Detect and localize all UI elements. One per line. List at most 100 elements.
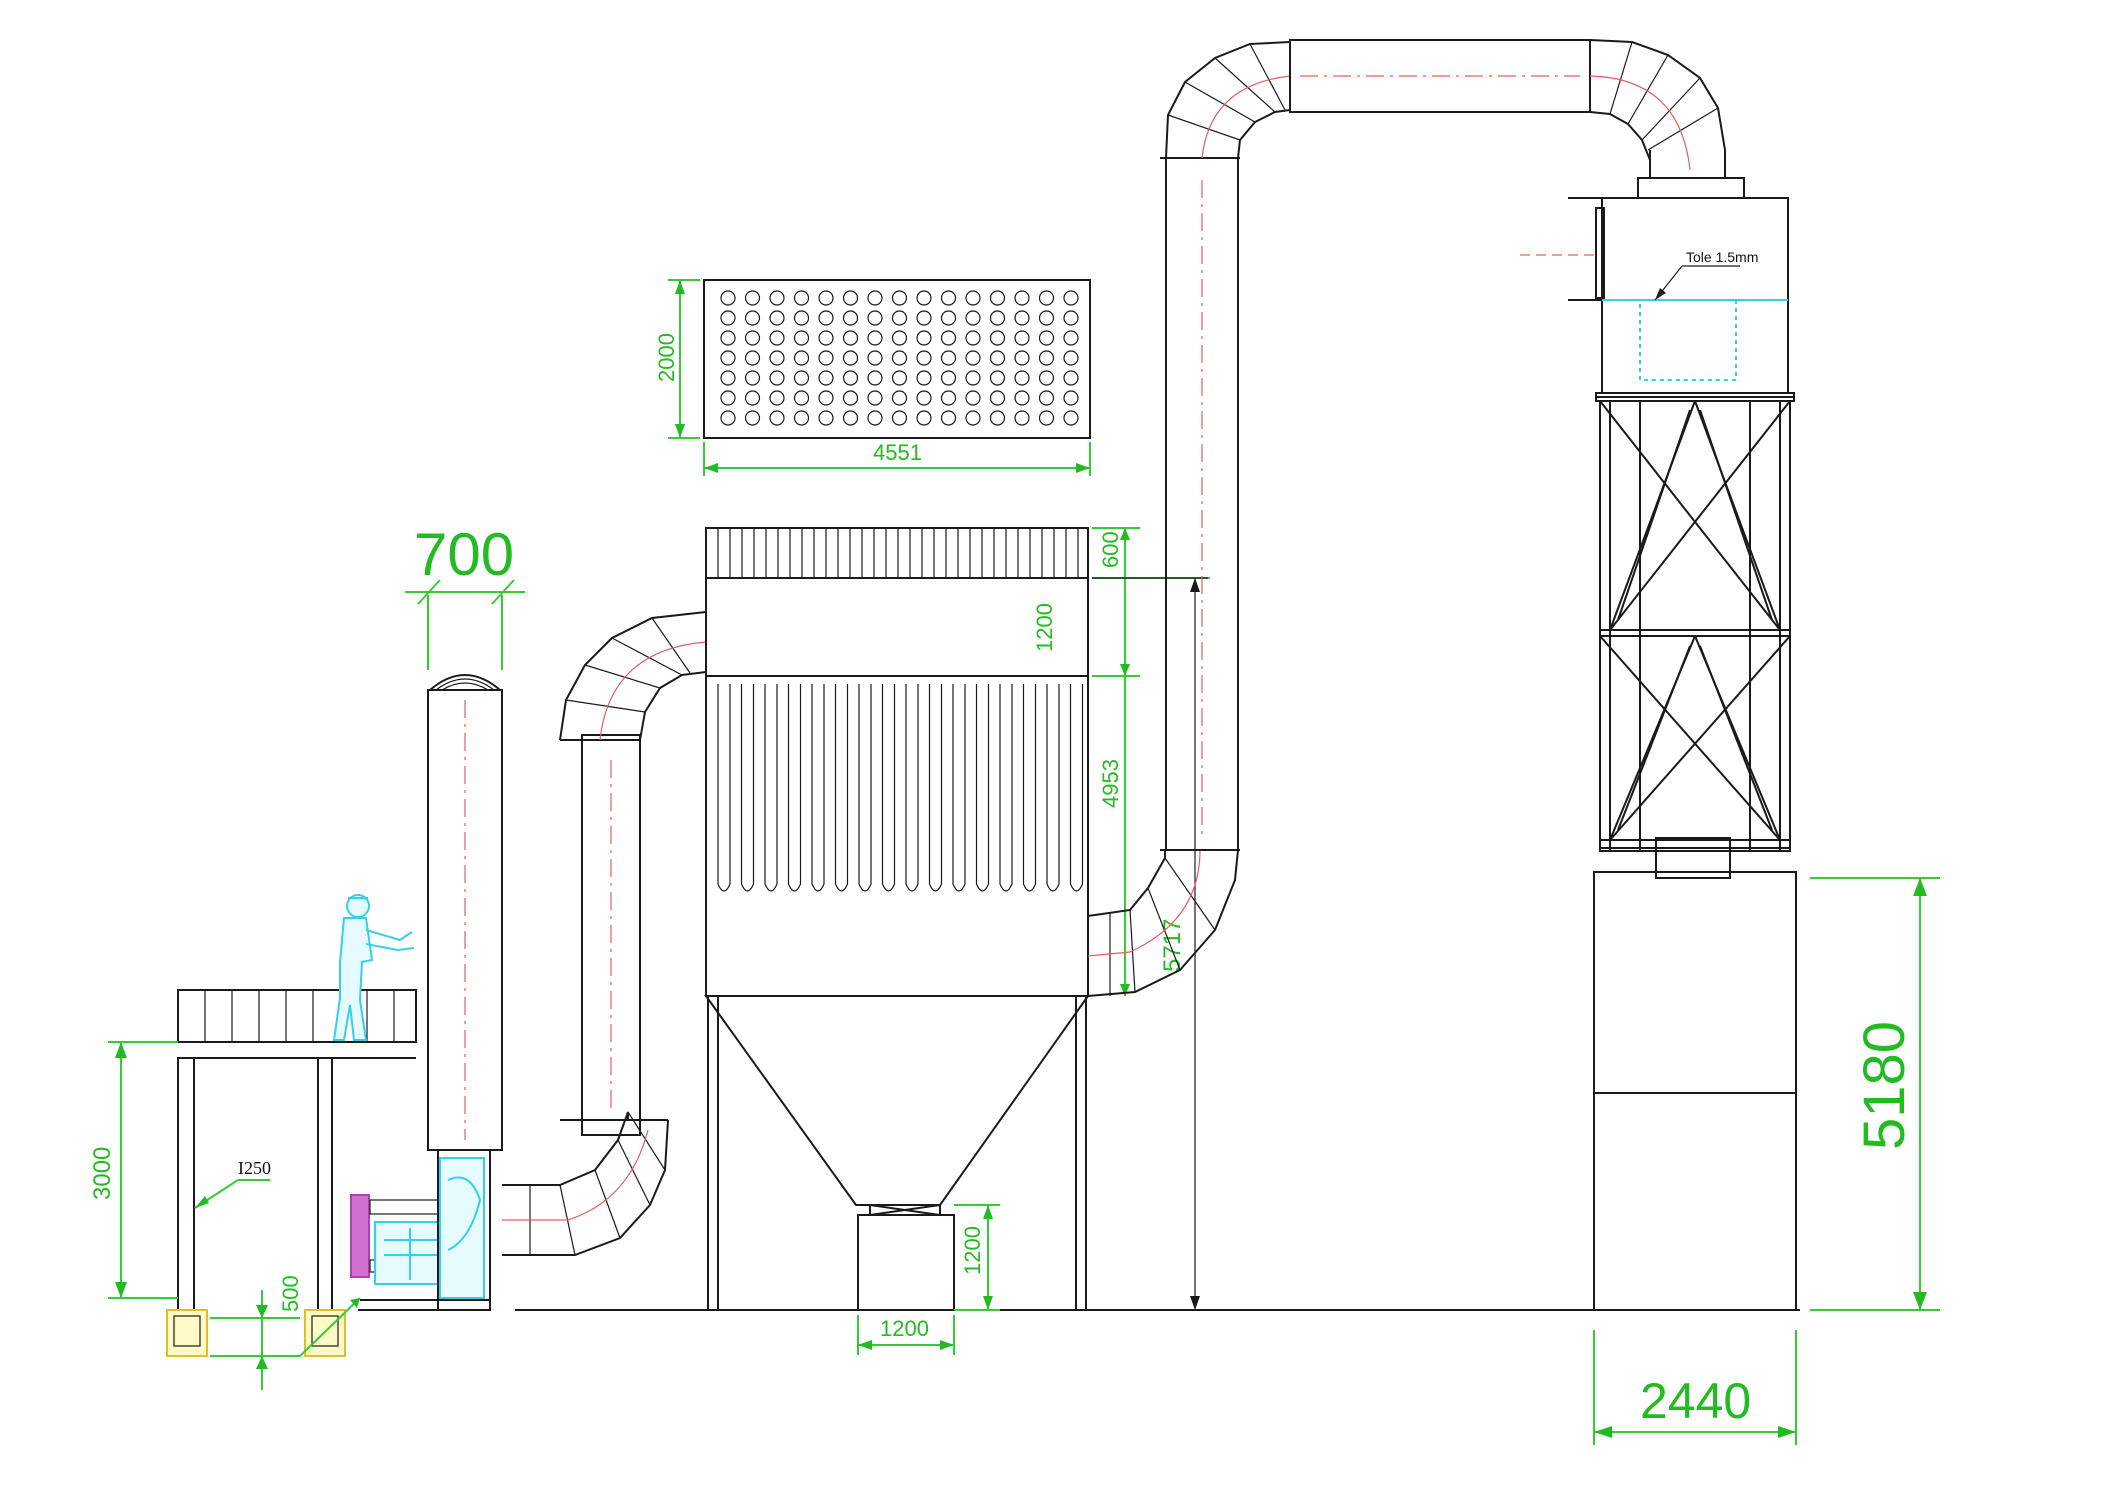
plate-hole	[1063, 410, 1079, 426]
plate-hole	[793, 350, 810, 366]
plate-hole	[793, 410, 810, 426]
plate-hole	[891, 390, 908, 406]
motor-icon	[350, 1194, 370, 1278]
dim-5180: 5180	[1852, 1021, 1917, 1150]
plate-hole	[867, 410, 883, 426]
plate-hole	[1038, 350, 1055, 366]
plate-hole	[989, 370, 1006, 386]
plate-hole	[720, 310, 736, 326]
dim-1200-upper: 1200	[1032, 603, 1057, 652]
plate-hole	[769, 290, 785, 306]
dim-stack-base-height: 5180	[1810, 877, 1940, 1311]
plate-hole	[744, 330, 761, 346]
plate-hole	[989, 330, 1006, 346]
filter-bag	[1069, 684, 1084, 892]
plate-hole	[965, 370, 981, 386]
plate-hole	[744, 410, 761, 426]
filter-bag	[1022, 684, 1037, 892]
plate-hole	[793, 370, 810, 386]
beam-label: I250	[238, 1158, 271, 1178]
plate-hole	[720, 290, 736, 306]
plate-hole	[1038, 290, 1055, 306]
plate-hole	[744, 350, 761, 366]
filter-plate-plan	[703, 279, 1091, 439]
plate-hole	[891, 370, 908, 386]
plate-hole	[818, 370, 834, 386]
plate-hole	[793, 310, 810, 326]
plate-hole	[989, 310, 1006, 326]
plate-hole	[1063, 330, 1079, 346]
plate-hole	[965, 330, 981, 346]
filter-bag	[999, 684, 1013, 892]
scrubber-tower	[1520, 177, 1797, 1311]
dim-hood-width: 700	[405, 521, 525, 670]
dim-2440: 2440	[1640, 1373, 1751, 1429]
dim-2000: 2000	[654, 333, 679, 382]
plate-hole	[818, 350, 834, 366]
plate-hole	[1038, 410, 1055, 426]
plate-hole	[891, 290, 908, 306]
dim-stack-base-width: 2440	[1593, 1330, 1797, 1445]
plate-hole	[818, 390, 834, 406]
dim-700: 700	[414, 521, 514, 588]
plate-hole	[769, 370, 785, 386]
dim-platform-height: 3000	[89, 1041, 178, 1299]
dim-3000: 3000	[89, 1147, 116, 1200]
filter-bag	[952, 684, 966, 892]
exhaust-stack	[427, 674, 503, 1151]
filter-bag	[928, 684, 943, 892]
plate-hole	[720, 370, 736, 386]
plate-hole	[842, 290, 859, 306]
filter-bag	[834, 684, 849, 892]
plate-hole	[744, 370, 761, 386]
plate-hole	[769, 310, 785, 326]
plate-hole	[989, 410, 1006, 426]
plate-hole	[842, 410, 859, 426]
plate-hole	[989, 390, 1006, 406]
platform	[166, 989, 417, 1357]
plate-hole	[916, 410, 932, 426]
fan-icon	[439, 1157, 485, 1299]
plate-hole	[965, 310, 981, 326]
plate-hole	[965, 290, 981, 306]
plate-hole	[940, 310, 957, 326]
plate-hole	[1063, 390, 1079, 406]
inlet-duct	[502, 600, 707, 1256]
dim-1200-outlet-width: 1200	[880, 1316, 929, 1341]
plate-hole	[965, 410, 981, 426]
stack-note-text: Tole 1.5mm	[1686, 249, 1758, 265]
dim-panel-width: 4551	[703, 440, 1091, 476]
plate-hole	[818, 410, 834, 426]
plate-hole	[1038, 310, 1055, 326]
plate-hole	[1063, 350, 1079, 366]
bag-collector	[704, 527, 1090, 1311]
plate-hole	[891, 350, 908, 366]
plate-hole	[867, 310, 883, 326]
plate-hole	[867, 390, 883, 406]
plate-hole	[867, 370, 883, 386]
filter-bag	[881, 684, 896, 892]
plate-hole	[1063, 290, 1079, 306]
plate-hole	[744, 390, 761, 406]
dim-600: 600	[1098, 531, 1123, 568]
plate-hole	[916, 310, 932, 326]
dim-panel-height: 2000	[654, 279, 700, 439]
plate-hole	[744, 290, 761, 306]
dim-4953: 4953	[1098, 759, 1123, 808]
plate-hole	[1014, 410, 1030, 426]
plate-hole	[793, 290, 810, 306]
plate-hole	[720, 330, 736, 346]
plate-hole	[793, 390, 810, 406]
plate-hole	[842, 390, 859, 406]
filter-bag	[905, 684, 919, 892]
plate-hole	[916, 290, 932, 306]
plate-hole	[842, 370, 859, 386]
plate-hole	[940, 390, 957, 406]
plate-hole	[965, 350, 981, 366]
plate-hole	[989, 290, 1006, 306]
plate-hole	[720, 410, 736, 426]
dim-1200-outlet-height: 1200	[960, 1226, 985, 1275]
plate-hole	[916, 370, 932, 386]
plate-hole	[1063, 310, 1079, 326]
plate-hole	[769, 390, 785, 406]
